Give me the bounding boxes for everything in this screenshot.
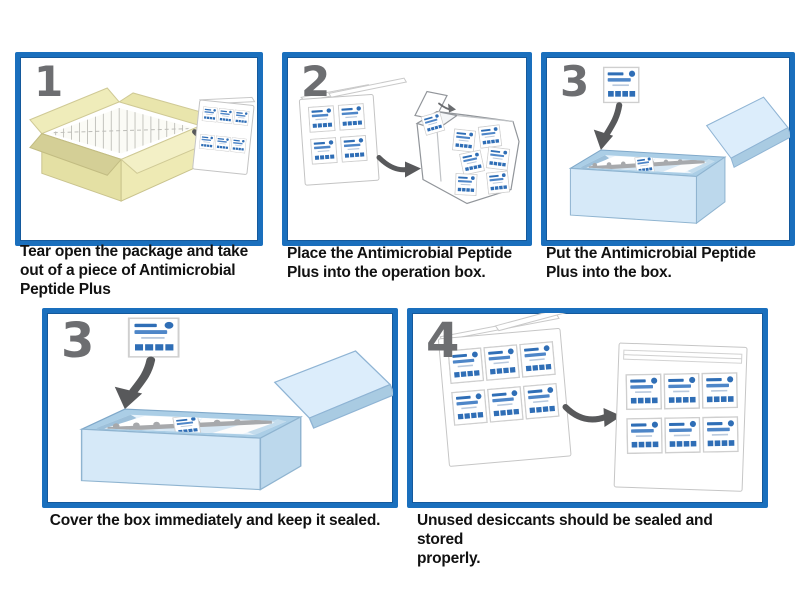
- step2-illustration: [298, 77, 520, 205]
- desiccant-bag-illustration: [298, 77, 408, 186]
- step2-caption: Place the Antimicrobial Peptide Plus int…: [287, 245, 512, 281]
- step-panel-3: 3: [541, 52, 795, 246]
- open-bag-illustration: [438, 313, 588, 467]
- operation-box-illustration: [414, 90, 520, 205]
- step-number: 4: [426, 313, 460, 369]
- step-number: 3: [560, 57, 590, 106]
- step-panel-2: 2: [282, 52, 532, 246]
- shoe-box-scene: [570, 67, 790, 223]
- step-number: 3: [61, 313, 95, 369]
- step3b-illustration: [47, 313, 393, 503]
- shoe-box-scene: [82, 318, 393, 489]
- step-number: 2: [301, 57, 331, 106]
- sealed-bag-illustration: [613, 342, 748, 492]
- step3-caption: Put the Antimicrobial Peptide Plus into …: [546, 245, 756, 281]
- step-panel-3b: 3: [42, 308, 398, 508]
- step-panel-4: 4: [407, 308, 768, 508]
- arrow-right-icon: [562, 404, 622, 427]
- step1-illustration: [29, 87, 256, 202]
- arrow-right-icon: [376, 155, 421, 178]
- desiccant-bag-illustration: [192, 96, 256, 175]
- step4-caption: Unused desiccants should be sealed and s…: [417, 512, 713, 567]
- step-panel-1: 1: [15, 52, 263, 246]
- step4-illustration: [438, 313, 748, 492]
- insert-arrow-icon: [438, 102, 456, 113]
- step1-caption: Tear open the package and take out of a …: [20, 243, 249, 298]
- step-number: 1: [34, 57, 64, 106]
- step3b-caption: Cover the box immediately and keep it se…: [49, 512, 381, 529]
